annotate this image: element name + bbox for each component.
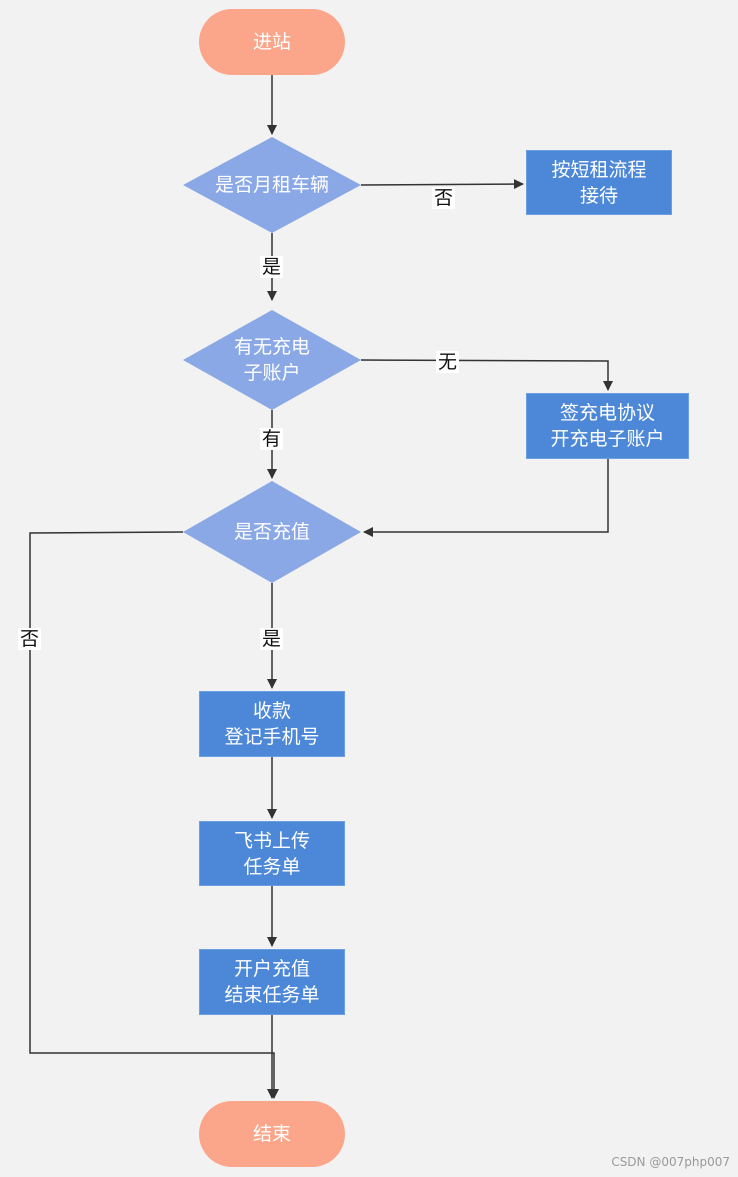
edge-label-yes-monthly: 是 (260, 256, 284, 278)
edge-label-yes-recharge: 是 (260, 628, 284, 650)
decision-recharge-label: 是否充值 (233, 521, 310, 543)
collect-payment-process: 收款 登记手机号 (199, 691, 345, 757)
decision-recharge-shape (183, 481, 361, 583)
sign-open-account-process: 签充电协议 开充电子账户 (526, 393, 689, 459)
edge-monthly-to-short-rent (360, 179, 524, 190)
edge-recharge-no-to-end (29, 531, 279, 1099)
edge-label-no-account: 无 (436, 351, 460, 373)
watermark: CSDN @007php007 (611, 1155, 730, 1169)
short-rent-process: 按短租流程 接待 (526, 150, 672, 215)
edge-label-no-monthly: 否 (432, 187, 456, 209)
decision-account-label: 有无充电 子账户 (233, 336, 310, 384)
open-recharge-process: 开户充值 结束任务单 (199, 949, 345, 1015)
edge-label-no-recharge: 否 (18, 628, 42, 650)
edge-account-to-sign (360, 359, 613, 391)
edge-sign-to-recharge (363, 459, 609, 537)
feishu-upload-process: 飞书上传 任务单 (199, 821, 345, 886)
decision-monthly-shape (183, 137, 361, 233)
edge-label-has-account: 有 (260, 428, 284, 450)
decision-monthly-label: 是否月租车辆 (214, 174, 329, 196)
start-node: 进站 (199, 9, 345, 75)
end-node: 结束 (199, 1101, 345, 1167)
decision-account-shape (183, 310, 361, 410)
